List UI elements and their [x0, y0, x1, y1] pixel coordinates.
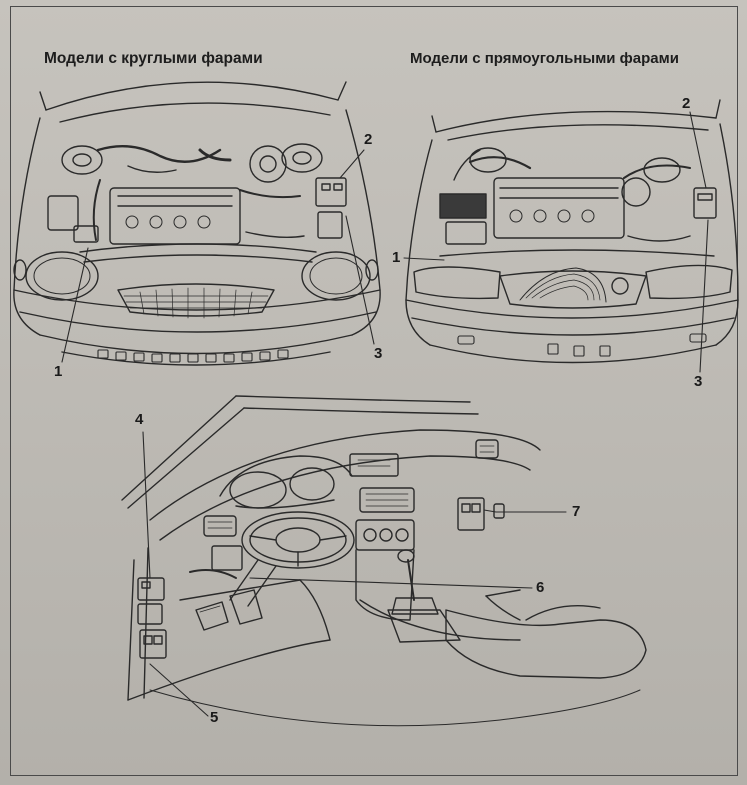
callout-1-round: 1: [54, 363, 63, 380]
callout-4-interior: 4: [135, 411, 144, 428]
car-rect-headlights-drawing: [403, 99, 739, 373]
callout-7-interior: 7: [572, 503, 581, 520]
page-frame: [10, 6, 738, 776]
callout-3-round: 3: [374, 345, 383, 362]
callout-2-rect: 2: [682, 95, 691, 112]
heading-round-headlights: Модели с круглыми фарами: [44, 50, 263, 67]
heading-rect-headlights: Модели с прямоугольными фарами: [410, 50, 679, 67]
callout-2-round: 2: [364, 131, 373, 148]
car-round-headlights-drawing: [13, 81, 381, 366]
callout-3-rect: 3: [694, 373, 703, 390]
callout-1-rect: 1: [392, 249, 401, 266]
callout-6-interior: 6: [536, 579, 545, 596]
callout-5-interior: 5: [210, 709, 219, 726]
interior-dashboard-drawing: [121, 395, 647, 727]
